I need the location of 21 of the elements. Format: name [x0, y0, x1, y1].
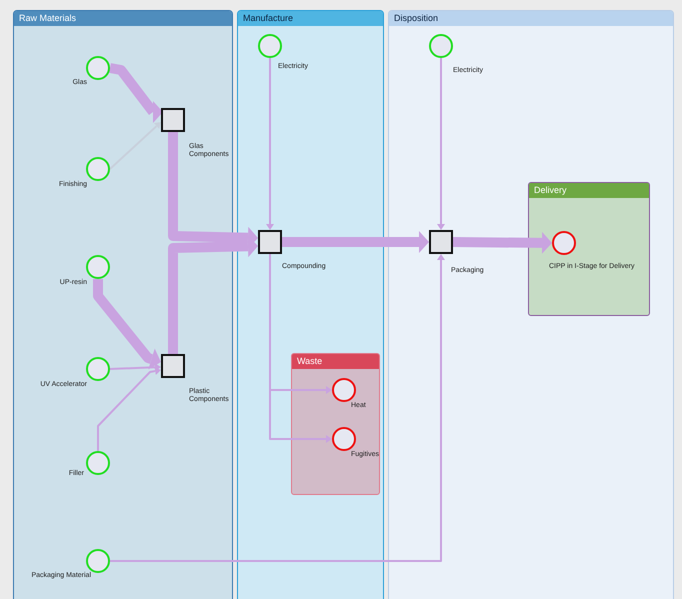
flow-arrow — [109, 122, 161, 170]
flow-arrow — [110, 363, 161, 372]
group-box — [291, 353, 380, 495]
lane-header: Disposition — [389, 11, 673, 26]
flow-arrow — [269, 254, 332, 443]
group-box — [528, 182, 650, 316]
swimlane — [237, 10, 384, 599]
lane-header: Manufacture — [238, 11, 383, 26]
flow-arrow — [97, 367, 161, 451]
group-header: Delivery — [529, 183, 649, 198]
flow-arrow — [437, 58, 445, 230]
lane-header: Raw Materials — [14, 11, 232, 26]
flow-arrow — [109, 63, 162, 120]
flow-arrow — [93, 279, 161, 370]
group-header: Waste — [292, 354, 379, 369]
flow-arrow — [282, 231, 429, 253]
flow-arrow — [452, 232, 552, 254]
swimlane — [388, 10, 674, 599]
flow-arrow — [266, 58, 274, 230]
flow-arrow — [110, 254, 445, 562]
swimlane — [13, 10, 233, 599]
